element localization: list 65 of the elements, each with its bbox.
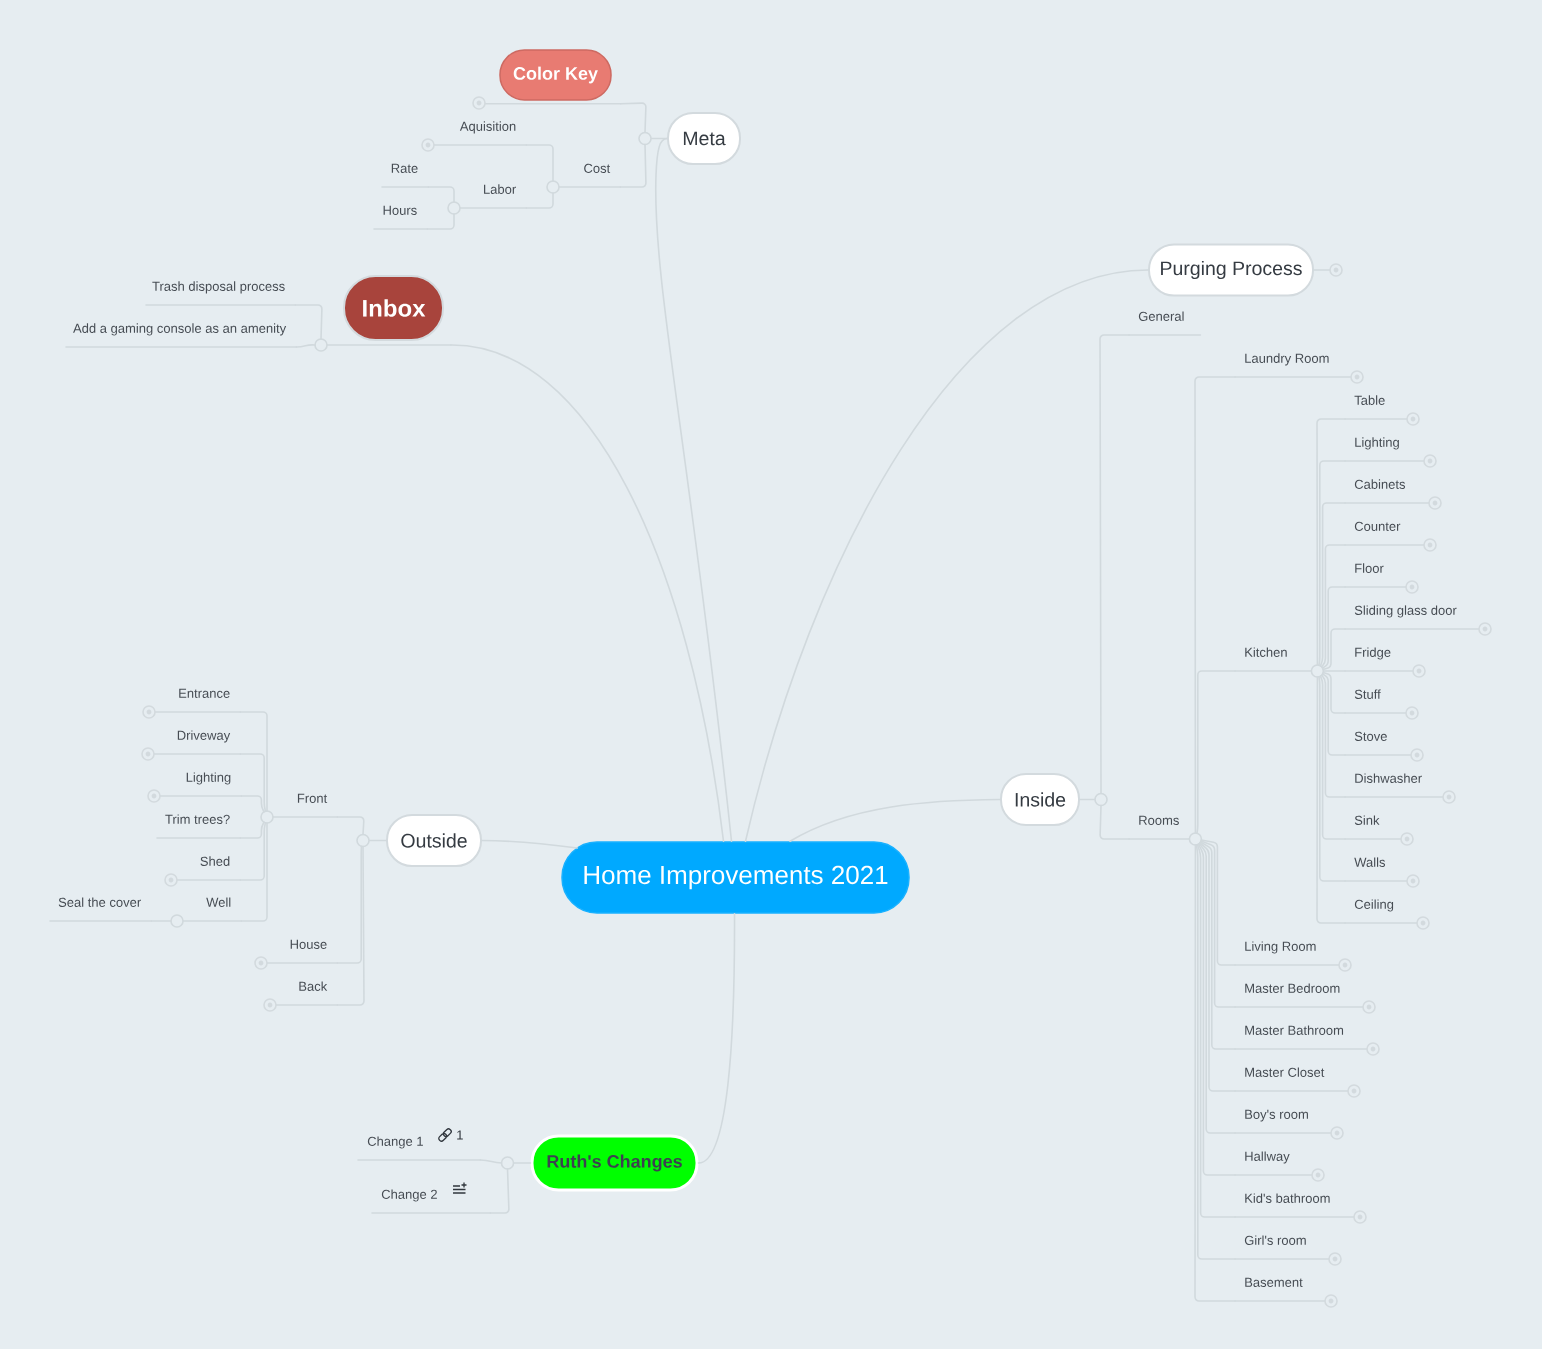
branch-topic: Trim trees?	[156, 814, 242, 839]
branch-topic: Add a gaming console as an amenity	[65, 323, 298, 348]
branch-topic: Hours	[373, 205, 429, 230]
branch-topic: Master Closet	[1234, 1067, 1350, 1092]
topic-box: Purging Process	[1148, 243, 1332, 297]
branch-topic: Front	[260, 793, 339, 824]
branch-topic: Master Bathroom	[1234, 1025, 1369, 1050]
branch-topic: Master Bedroom	[1234, 983, 1365, 1008]
branch-topic: Well	[170, 897, 243, 928]
branch-topic: House	[266, 939, 339, 964]
branch-topic: Living Room	[1234, 941, 1341, 966]
topic-box: Color Key	[483, 49, 622, 105]
branch-topic: Dishwasher	[1344, 773, 1445, 798]
branch-topic: Rooms	[1128, 815, 1203, 846]
branch-topic: Lighting	[1344, 437, 1426, 462]
link-count: 1	[457, 1130, 463, 1140]
branch-line	[450, 344, 725, 843]
branch-topic: Kitchen	[1234, 647, 1325, 678]
branch-topic: Kid's bathroom	[1234, 1193, 1356, 1218]
branch-topic: Hallway	[1234, 1151, 1314, 1176]
branch-line	[481, 839, 579, 849]
branch-topic: Walls	[1344, 857, 1409, 882]
central-topic: Home Improvements 2021	[561, 841, 910, 914]
branch-line	[789, 798, 1001, 843]
branch-topic: Ceiling	[1344, 899, 1419, 924]
branch-topic: Cost	[546, 163, 622, 194]
topic-box: Outside	[356, 814, 482, 867]
branch-topic: Driveway	[153, 730, 242, 755]
branch-topic: Trash disposal process	[145, 281, 297, 306]
node-label: Kitchen	[1245, 647, 1287, 657]
branch-topic: Table	[1344, 395, 1409, 420]
node-label: Well	[206, 897, 231, 907]
topic-box: Ruth's Changes	[500, 1134, 699, 1192]
node-label: Labor	[484, 184, 516, 194]
node-label: Rooms	[1139, 815, 1179, 825]
branch-line	[655, 137, 733, 843]
branch-topic: Girl's room	[1234, 1235, 1331, 1260]
topic-box: Meta	[638, 112, 741, 165]
branch-topic: Shed	[176, 856, 242, 881]
branch-topic: Boy's room	[1234, 1109, 1333, 1134]
branch-topic: Fridge	[1344, 647, 1415, 672]
branch-topic: Lighting	[159, 772, 243, 797]
branch-topic: Labor	[447, 184, 528, 215]
branch-topic: Entrance	[154, 688, 242, 713]
branch-topic: Change 2	[371, 1189, 492, 1214]
branch-topic: Stove	[1344, 731, 1413, 756]
branch-line	[697, 912, 736, 1164]
branch-topic: Back	[275, 981, 339, 1006]
branch-topic: Rate	[381, 163, 430, 188]
branch-topic: General	[1128, 311, 1202, 336]
branch-line	[744, 269, 1149, 843]
topic-box: Inside	[1000, 773, 1108, 826]
branch-topic: Basement	[1234, 1277, 1327, 1302]
branch-topic: Aquisition	[433, 121, 528, 146]
topic-box: Inbox	[314, 275, 452, 352]
branch-topic: Sliding glass door	[1344, 605, 1481, 630]
branch-topic: Floor	[1344, 563, 1408, 588]
branch-topic: Stuff	[1344, 689, 1408, 714]
branch-topic: Seal the cover	[49, 897, 153, 922]
branch-topic: Cabinets	[1344, 479, 1431, 504]
branch-topic: Sink	[1344, 815, 1403, 840]
branch-topic: Counter	[1344, 521, 1426, 546]
branch-topic: Laundry Room	[1234, 353, 1353, 378]
node-label: Cost	[584, 163, 611, 173]
node-label: Front	[297, 793, 328, 803]
